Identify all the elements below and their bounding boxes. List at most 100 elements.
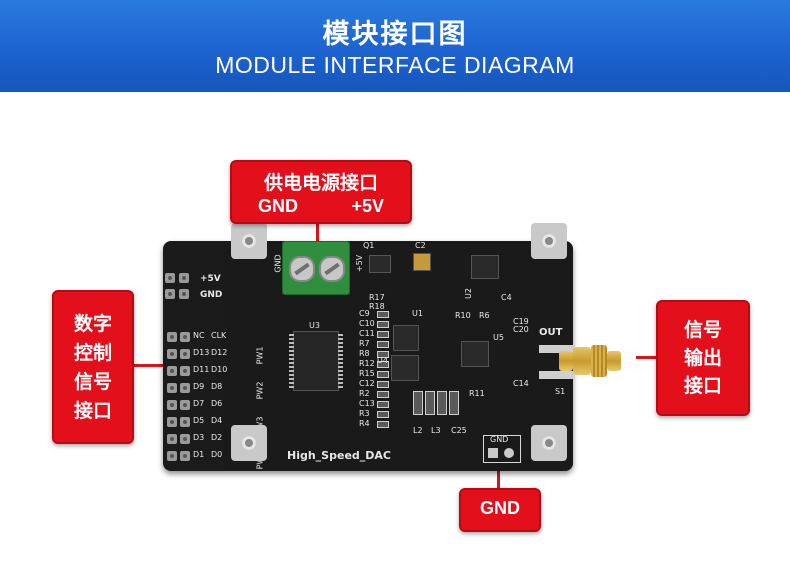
pin-label: D2	[211, 433, 223, 442]
digital-interface-callout: 数字 控制 信号 接口	[52, 290, 134, 444]
screw-icon	[289, 256, 315, 282]
gnd-callout: GND	[459, 488, 541, 532]
part-label: L2	[413, 426, 423, 435]
pin-row: D9 D8	[167, 382, 229, 394]
part-label: R4	[359, 419, 370, 428]
part-label: C12	[359, 379, 375, 388]
pin	[179, 289, 189, 299]
digital-callout-text: 数字 控制 信号 接口	[73, 313, 112, 422]
part-label: C13	[359, 399, 375, 408]
part-label: R3	[359, 409, 370, 418]
pin-header	[163, 269, 193, 431]
pin-label: D7	[193, 399, 205, 408]
pin-row: D7 D6	[167, 399, 229, 411]
part-label: R6	[479, 311, 490, 320]
pw-label: PW1	[255, 346, 265, 365]
part-label: R10	[455, 311, 471, 320]
terminal-label-5v: +5V	[355, 254, 365, 273]
wire-signal	[636, 356, 656, 359]
part-label: C11	[359, 329, 375, 338]
part-label: C9	[359, 309, 370, 318]
pin-label: D0	[211, 450, 223, 459]
pin-label: D3	[193, 433, 205, 442]
gnd-header-label: GND	[490, 435, 509, 444]
pin-label: D4	[211, 416, 223, 425]
page-subtitle: MODULE INTERFACE DIAGRAM	[215, 52, 575, 78]
pin-label: NC	[193, 331, 205, 340]
pcb-board: +5V GND NC CLK D13 D12 D11 D10	[163, 223, 621, 471]
wire-digital	[130, 364, 182, 367]
signal-callout-text: 信号 输出 接口	[683, 319, 722, 397]
dac-chip	[289, 331, 343, 391]
mount-hole	[531, 425, 567, 461]
diagram-stage: +5V GND NC CLK D13 D12 D11 D10	[0, 92, 790, 562]
part-label: C2	[415, 241, 426, 250]
pin	[179, 273, 189, 283]
part-label: C14	[513, 379, 529, 388]
pin-row: D13 D12	[167, 348, 229, 360]
pin	[165, 289, 175, 299]
cap-c2	[413, 253, 431, 271]
pin-label: D13	[193, 348, 210, 357]
u-label: U2	[463, 288, 473, 299]
pin-label: D1	[193, 450, 205, 459]
part-label: R11	[469, 389, 485, 398]
pin-label: D10	[211, 365, 228, 374]
pin-label: D6	[211, 399, 223, 408]
pin-label: CLK	[211, 331, 227, 340]
regulator-chip	[369, 255, 391, 273]
part-label: R17	[369, 293, 385, 302]
pin-label: D11	[193, 365, 210, 374]
part-label: Q1	[363, 241, 375, 250]
part-label: L3	[431, 426, 441, 435]
part-label: C20	[513, 325, 529, 334]
pin-row: D1 D0	[167, 450, 229, 462]
part-label: C19	[513, 317, 529, 326]
pin-label: D5	[193, 416, 205, 425]
pin-label: D8	[211, 382, 223, 391]
part-label: R18	[369, 302, 385, 311]
part-label: C4	[501, 293, 512, 302]
gnd-callout-text: GND	[480, 498, 520, 518]
wire-gnd	[497, 464, 500, 488]
pin-row: D11 D10	[167, 365, 229, 377]
wire-power	[316, 220, 319, 244]
passive-column: C9 C10 C11 R7 R8 R12 R15 C12 R2 C13 R3 R…	[359, 309, 399, 449]
mount-hole	[231, 425, 267, 461]
power-terminal-block	[282, 241, 350, 295]
signal-output-callout: 信号 输出 接口	[656, 300, 750, 416]
board-name: High_Speed_DAC	[287, 449, 391, 462]
part-label: R8	[359, 349, 370, 358]
sma-connector	[539, 341, 635, 381]
part-label: R7	[359, 339, 370, 348]
u-label: U3	[309, 321, 320, 330]
header-label-gnd: GND	[200, 290, 223, 300]
terminal-label-gnd: GND	[273, 254, 283, 273]
u1-chip	[393, 325, 419, 351]
power-callout-title: 供电电源接口	[263, 172, 378, 194]
pw-label: PW2	[255, 381, 265, 400]
header-label-5v: +5V	[200, 274, 221, 284]
part-label: C10	[359, 319, 375, 328]
pin-row: D5 D4	[167, 416, 229, 428]
out-label: OUT	[539, 327, 563, 338]
pin-row-list: NC CLK D13 D12 D11 D10 D9 D8 D7 D6	[167, 331, 227, 471]
power-callout-gnd: GND	[258, 196, 298, 216]
pin-label: D12	[211, 348, 228, 357]
page-title: 模块接口图	[322, 19, 468, 50]
mount-hole	[231, 223, 267, 259]
pin	[165, 273, 175, 283]
pin-row: D3 D2	[167, 433, 229, 445]
u-label: U1	[412, 309, 423, 318]
s1-label: S1	[555, 387, 566, 396]
u4-chip	[391, 355, 419, 381]
part-label: C25	[451, 426, 467, 435]
u2-chip	[471, 255, 499, 279]
part-label: R2	[359, 389, 370, 398]
part-label: R12	[359, 359, 375, 368]
u-label: U5	[493, 333, 504, 342]
u-label: U4	[377, 356, 388, 365]
u5-chip	[461, 341, 489, 367]
part-label: R15	[359, 369, 375, 378]
mount-hole	[531, 223, 567, 259]
